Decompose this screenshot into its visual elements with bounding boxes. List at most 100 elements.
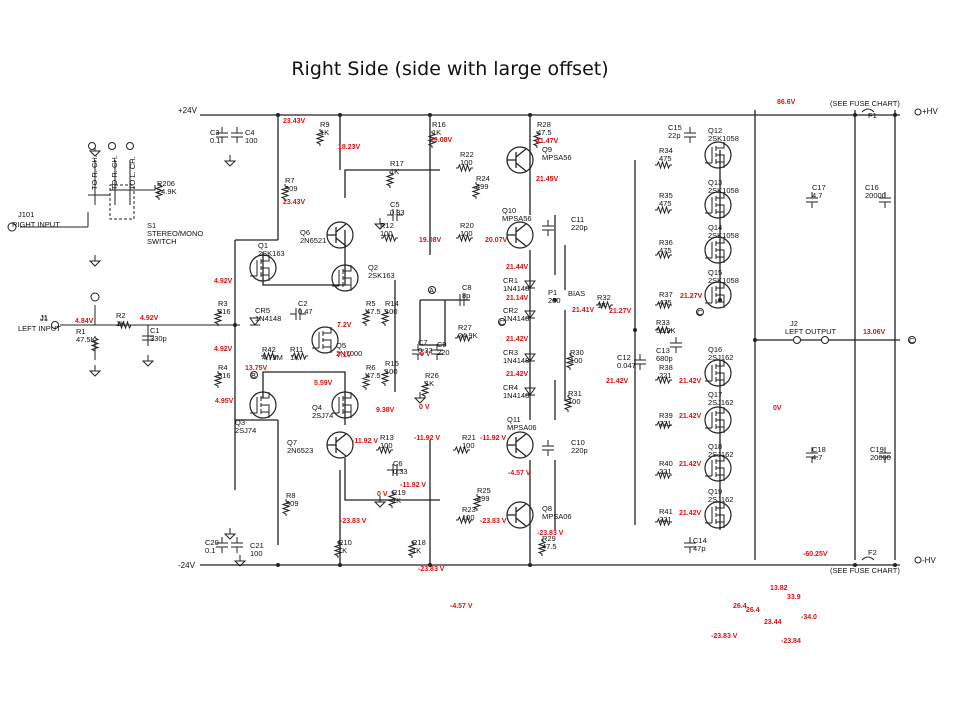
junction-dot xyxy=(233,323,237,327)
voltage-label: 23.44 xyxy=(764,619,782,626)
component-value-c4: 100 xyxy=(245,136,258,145)
component-ref-c3: C3 xyxy=(210,128,220,137)
resistor-symbol-v-18 xyxy=(213,309,223,326)
resistor-symbol-h-8 xyxy=(453,445,470,455)
component-value-r20: 100 xyxy=(460,229,473,238)
resistors xyxy=(90,113,897,567)
component-ref-j1: J1 xyxy=(40,313,48,322)
resistor-symbol-h-18 xyxy=(655,470,672,480)
component-ref-q5: Q5 xyxy=(336,341,346,350)
voltage-label: 21.42V xyxy=(679,413,702,420)
component-value-r15: 100 xyxy=(385,367,398,376)
component-ref-f2: F2 xyxy=(868,548,877,557)
voltage-label: -11.92 V xyxy=(400,482,426,489)
j1-label: J1 xyxy=(40,314,48,323)
component-ref-r10: R10 xyxy=(338,538,352,547)
component-value-c20: 0.1 xyxy=(205,546,215,555)
resistor-symbol-v-1 xyxy=(427,131,437,148)
diode-symbol-4 xyxy=(249,317,261,326)
component-ref-r18: R18 xyxy=(412,538,426,547)
component-ref-q16: Q16 xyxy=(708,345,722,354)
component-value-c12: 0.047 xyxy=(617,361,636,370)
component-ref-r2: R2 xyxy=(116,311,126,320)
capacitor-symbol-v-3 xyxy=(542,440,554,456)
component-ref-r34: R34 xyxy=(659,146,673,155)
component-value-r25: 499 xyxy=(477,494,490,503)
s1-label: S1 xyxy=(147,221,156,230)
resistor-symbol-h-15 xyxy=(655,325,672,335)
rail-neg-hv-label: -HV xyxy=(922,556,936,565)
mosfet-symbol-0 xyxy=(249,254,277,282)
component-value-q4: 2SJ74 xyxy=(312,411,333,420)
voltage-label: 86.6V xyxy=(777,99,796,106)
capacitor-symbol-v-5 xyxy=(412,344,424,360)
component-ref-r1: R1 xyxy=(76,327,86,336)
component-ref-r6: R6 xyxy=(366,363,376,372)
component-ref-q14: Q14 xyxy=(708,223,722,232)
component-value-r30: 100 xyxy=(570,356,583,365)
component-ref-r38: R38 xyxy=(659,363,673,372)
component-value-r11: 1K xyxy=(290,353,299,362)
s1-desc-2: SWITCH xyxy=(147,237,177,246)
component-ref-r16: R16 xyxy=(432,120,446,129)
component-ref-c2: C2 xyxy=(298,299,308,308)
component-value-c11: 220p xyxy=(571,223,588,232)
junction-dot xyxy=(338,563,342,567)
voltage-label: -23.83 V xyxy=(537,530,564,537)
voltage-label: 23.43V xyxy=(283,199,306,206)
component-value-c3: 0.1 xyxy=(210,136,220,145)
voltage-label: 21.42V xyxy=(679,510,702,517)
component-ref-p1: P1 xyxy=(548,288,557,297)
bias-label: BIAS xyxy=(568,289,585,298)
resistor-symbol-h-4 xyxy=(261,351,278,361)
component-value-r6: 47.5 xyxy=(366,371,381,380)
component-ref-r30: R30 xyxy=(570,348,584,357)
component-ref-c11: C11 xyxy=(571,215,584,224)
component-ref-cr5: CR5 xyxy=(255,306,270,315)
component-ref-cr1: CR1 xyxy=(503,276,518,285)
node-a-terminal xyxy=(428,286,436,294)
voltage-label: 4.84V xyxy=(75,318,94,325)
to-r-ch-terminal-1 xyxy=(88,142,96,150)
resistor-symbol-v-12 xyxy=(420,381,430,398)
mosfet-symbol-5 xyxy=(704,191,732,219)
junction-dot xyxy=(276,113,280,117)
mosfet-symbol-7 xyxy=(704,281,732,309)
junction-dot xyxy=(276,563,280,567)
junction-dot xyxy=(528,563,532,567)
component-ref-q4: Q4 xyxy=(312,403,322,412)
component-value-r24: 499 xyxy=(476,182,489,191)
node-c-label-1: C xyxy=(499,318,505,327)
junction-dot xyxy=(553,298,557,302)
capacitor-symbol-v-1 xyxy=(231,127,243,143)
component-value-q1: 2SK163 xyxy=(258,249,285,258)
component-ref-c4: C4 xyxy=(245,128,255,137)
capacitor-symbol-h-0 xyxy=(387,209,403,221)
component-value-r32: 1K xyxy=(597,301,606,310)
component-ref-c21: C21 xyxy=(250,541,264,550)
diode-symbol-3 xyxy=(524,387,536,396)
bjt-symbol-1 xyxy=(506,221,534,249)
component-value-q10: MPSA56 xyxy=(502,214,532,223)
voltage-label: 21.45V xyxy=(536,176,559,183)
component-value-r16: 1K xyxy=(432,128,441,137)
resistor-symbol-h-13 xyxy=(655,250,672,260)
component-value-r42: 4.75M xyxy=(262,353,283,362)
voltage-label: -23.84 xyxy=(781,638,801,645)
ground-symbols xyxy=(88,145,427,567)
resistor-symbol-v-19 xyxy=(213,371,223,388)
component-value-r21: 100 xyxy=(462,441,475,450)
component-value-q3: 2SJ74 xyxy=(235,426,256,435)
left-input-label: LEFT INPUT xyxy=(18,324,61,333)
voltage-label: -11.92 V xyxy=(414,435,440,442)
component-ref-r41: R41 xyxy=(659,507,673,516)
page-title: Right Side (side with large offset) xyxy=(291,58,609,80)
ground-symbol-2 xyxy=(88,365,102,377)
voltage-label: -4.57 V xyxy=(508,470,531,477)
component-ref-q18: Q18 xyxy=(708,442,722,451)
component-ref-r206: R206 xyxy=(157,179,175,188)
node-c-terminal-1 xyxy=(498,318,506,326)
component-value-c14: 47p xyxy=(693,544,706,553)
component-ref-r19: R19 xyxy=(392,488,406,497)
component-ref-r37: R37 xyxy=(659,290,673,299)
